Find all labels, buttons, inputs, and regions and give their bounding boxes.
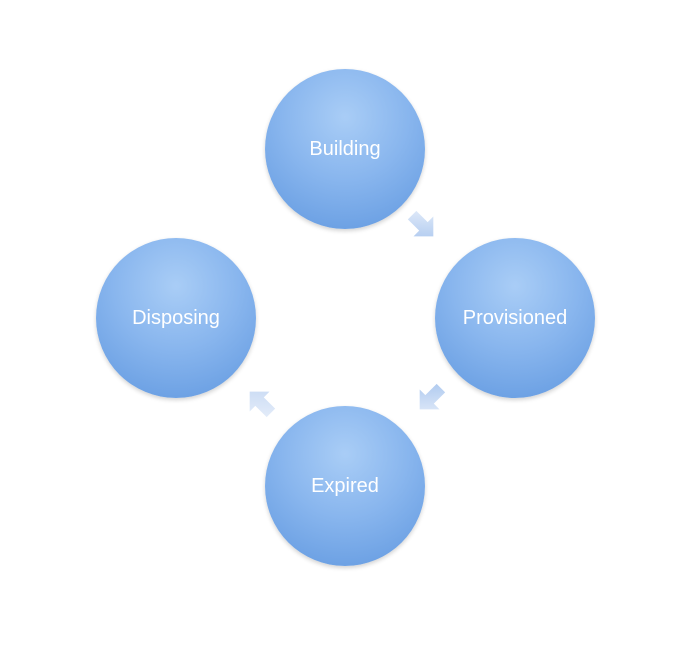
arrow-provisioned-to-expired-icon (413, 380, 449, 416)
node-disposing-label: Disposing (132, 307, 220, 329)
node-expired: Expired (265, 406, 425, 566)
node-building: Building (265, 69, 425, 229)
arrow-building-to-provisioned-icon (404, 207, 440, 243)
node-building-label: Building (309, 138, 381, 160)
node-expired-label: Expired (311, 475, 379, 497)
arrow-expired-to-disposing-icon (243, 385, 279, 421)
node-disposing: Disposing (96, 238, 256, 398)
node-provisioned-label: Provisioned (462, 307, 568, 329)
node-provisioned: Provisioned (435, 238, 595, 398)
